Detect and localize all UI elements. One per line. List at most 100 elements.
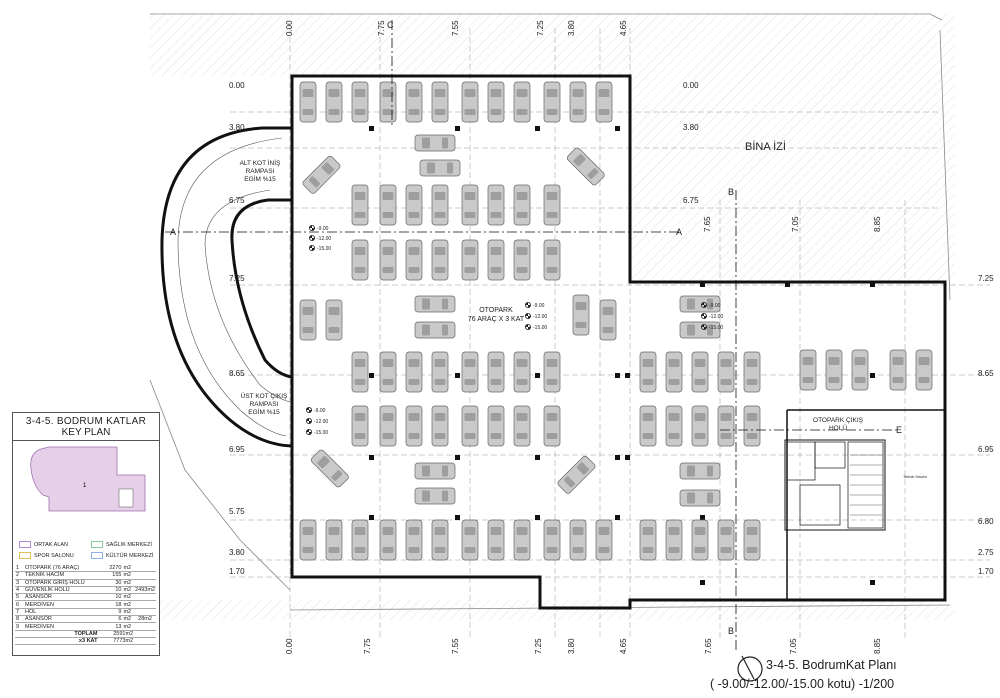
inner-levels: 0.00 3.80 6.75 7.65 7.05 8.85 [683, 81, 882, 232]
svg-text:-12.00: -12.00 [533, 314, 547, 320]
bottom-dim-3: 7.55 [451, 638, 460, 654]
north-arrow-icon [737, 655, 763, 682]
bottom-dim-7: 7.65 [704, 638, 713, 654]
drawing-title: 3-4-5. BodrumKat Planı [766, 658, 897, 672]
ramp-up-label: ÜST KOT ÇIKIŞ RAMPASI EGİM %15 [241, 392, 288, 416]
svg-text:OTOPARK: OTOPARK [479, 307, 513, 314]
svg-text:-9.00: -9.00 [533, 303, 545, 309]
svg-text:HOLÜ: HOLÜ [829, 424, 847, 432]
svg-text:ÜST KOT ÇIKIŞ: ÜST KOT ÇIKIŞ [241, 392, 288, 400]
left-level-5: 8.65 [229, 369, 245, 378]
top-dimensions: 0.00 7.75 7.55 7.25 3.80 4.65 [285, 20, 628, 36]
top-dim-4: 7.25 [536, 20, 545, 36]
inner-vdim-2: 7.05 [791, 216, 800, 232]
svg-text:ALT KOT İNİŞ: ALT KOT İNİŞ [240, 158, 281, 167]
right-level-5: 2.75 [978, 548, 994, 557]
inner-vdim-3: 8.85 [873, 216, 882, 232]
svg-text:-12.00: -12.00 [709, 314, 723, 320]
svg-text:EGİM %15: EGİM %15 [248, 407, 280, 416]
area-total-row: TOPLAM 2591m2 [15, 630, 156, 638]
left-level-3: 6.75 [229, 196, 245, 205]
svg-text:OTOPARK ÇIKIŞ: OTOPARK ÇIKIŞ [813, 417, 864, 424]
inner-level-3: 6.75 [683, 196, 699, 205]
svg-text:-15.00: -15.00 [317, 246, 331, 252]
bottom-dimensions: 0.00 7.75 7.55 7.25 3.80 4.65 7.65 7.05 … [285, 638, 882, 654]
section-a-left-label: A [170, 227, 176, 237]
left-level-6: 6.95 [229, 445, 245, 454]
bottom-dim-2: 7.75 [363, 638, 372, 654]
svg-text:-12.00: -12.00 [317, 236, 331, 242]
bottom-dim-9: 8.85 [873, 638, 882, 654]
key-plan-map: 1 [30, 446, 146, 512]
bottom-dim-5: 3.80 [567, 638, 576, 654]
inner-vdim-1: 7.65 [703, 216, 712, 232]
stair-steps [850, 454, 882, 516]
top-dim-1: 0.00 [285, 20, 294, 36]
bottom-dim-1: 0.00 [285, 638, 294, 654]
level-markers-center: -9.00 -12.00 -15.00 [524, 301, 547, 331]
svg-text:-9.00: -9.00 [314, 408, 326, 414]
inner-level-1: 0.00 [683, 81, 699, 90]
legend-health-center: SAĞLIK MERKEZİ [91, 541, 152, 548]
top-dim-5: 3.80 [567, 20, 576, 36]
svg-text:-15.00: -15.00 [533, 325, 547, 331]
ramp [160, 126, 293, 448]
bottom-dim-8: 7.05 [789, 638, 798, 654]
legend-sports-hall: SPOR SALONU [19, 552, 74, 559]
key-plan-subtitle: KEY PLAN [13, 427, 159, 441]
level-markers-ramp-bottom: -9.00 -12.00 -15.00 [305, 406, 328, 436]
left-level-1: 0.00 [229, 81, 245, 90]
exit-hall-label: OTOPARK ÇIKIŞ HOLÜ [813, 417, 864, 432]
right-levels: 7.25 8.65 6.95 6.80 2.75 1.70 [978, 274, 994, 576]
top-dim-2: 7.75 [377, 20, 386, 36]
parking-capacity-label: OTOPARK 76 ARAÇ X 3 KAT [468, 307, 525, 323]
svg-text:76 ARAÇ X 3 KAT: 76 ARAÇ X 3 KAT [468, 316, 525, 323]
svg-text:-9.00: -9.00 [709, 303, 721, 309]
ramp-down-label: ALT KOT İNİŞ RAMPASI EGİM %15 [240, 158, 281, 183]
svg-text:EGİM %15: EGİM %15 [244, 174, 276, 183]
svg-text:RAMPASI: RAMPASI [250, 401, 279, 408]
section-b-bottom-label: B [728, 626, 734, 636]
svg-text:-9.00: -9.00 [317, 226, 329, 232]
site-hatch [150, 14, 955, 620]
level-markers-right: -9.00 -12.00 -15.00 [700, 301, 723, 331]
left-level-4: 7.25 [229, 274, 245, 283]
left-level-8: 3.80 [229, 548, 245, 557]
section-markers: C A A B B E [170, 20, 902, 636]
bottom-dim-4: 7.25 [534, 638, 543, 654]
right-level-2: 8.65 [978, 369, 994, 378]
key-plan-title: 3-4-5. BODRUM KATLAR [25, 416, 147, 427]
section-b-top-label: B [728, 187, 734, 197]
area-x3-row: x3 KAT 7773m2 [15, 637, 156, 646]
section-e-label: E [896, 425, 902, 435]
key-plan-panel: 3-4-5. BODRUM KATLAR KEY PLAN 1 ORTAK AL… [12, 412, 160, 656]
drawing-subtitle: ( -9.00/-12.00/-15.00 kotu) -1/200 [710, 677, 895, 691]
section-c-label: C [387, 20, 394, 30]
technical-room-label: Teknik Hacim [903, 474, 927, 479]
svg-text:-12.00: -12.00 [314, 419, 328, 425]
left-level-9: 1.70 [229, 567, 245, 576]
section-lines [165, 20, 900, 650]
left-level-2: 3.80 [229, 123, 245, 132]
legend-culture-center: KÜLTÜR MERKEZİ [91, 552, 154, 559]
right-level-4: 6.80 [978, 517, 994, 526]
stair-core [784, 409, 945, 600]
top-dim-3: 7.55 [451, 20, 460, 36]
building-footprint-label: BİNA İZİ [745, 140, 786, 153]
svg-text:-15.00: -15.00 [314, 430, 328, 436]
right-level-6: 1.70 [978, 567, 994, 576]
columns [369, 126, 875, 585]
level-markers-ramp-top: -9.00 -12.00 -15.00 [308, 224, 331, 252]
svg-text:RAMPASI: RAMPASI [246, 168, 275, 175]
right-level-1: 7.25 [978, 274, 994, 283]
